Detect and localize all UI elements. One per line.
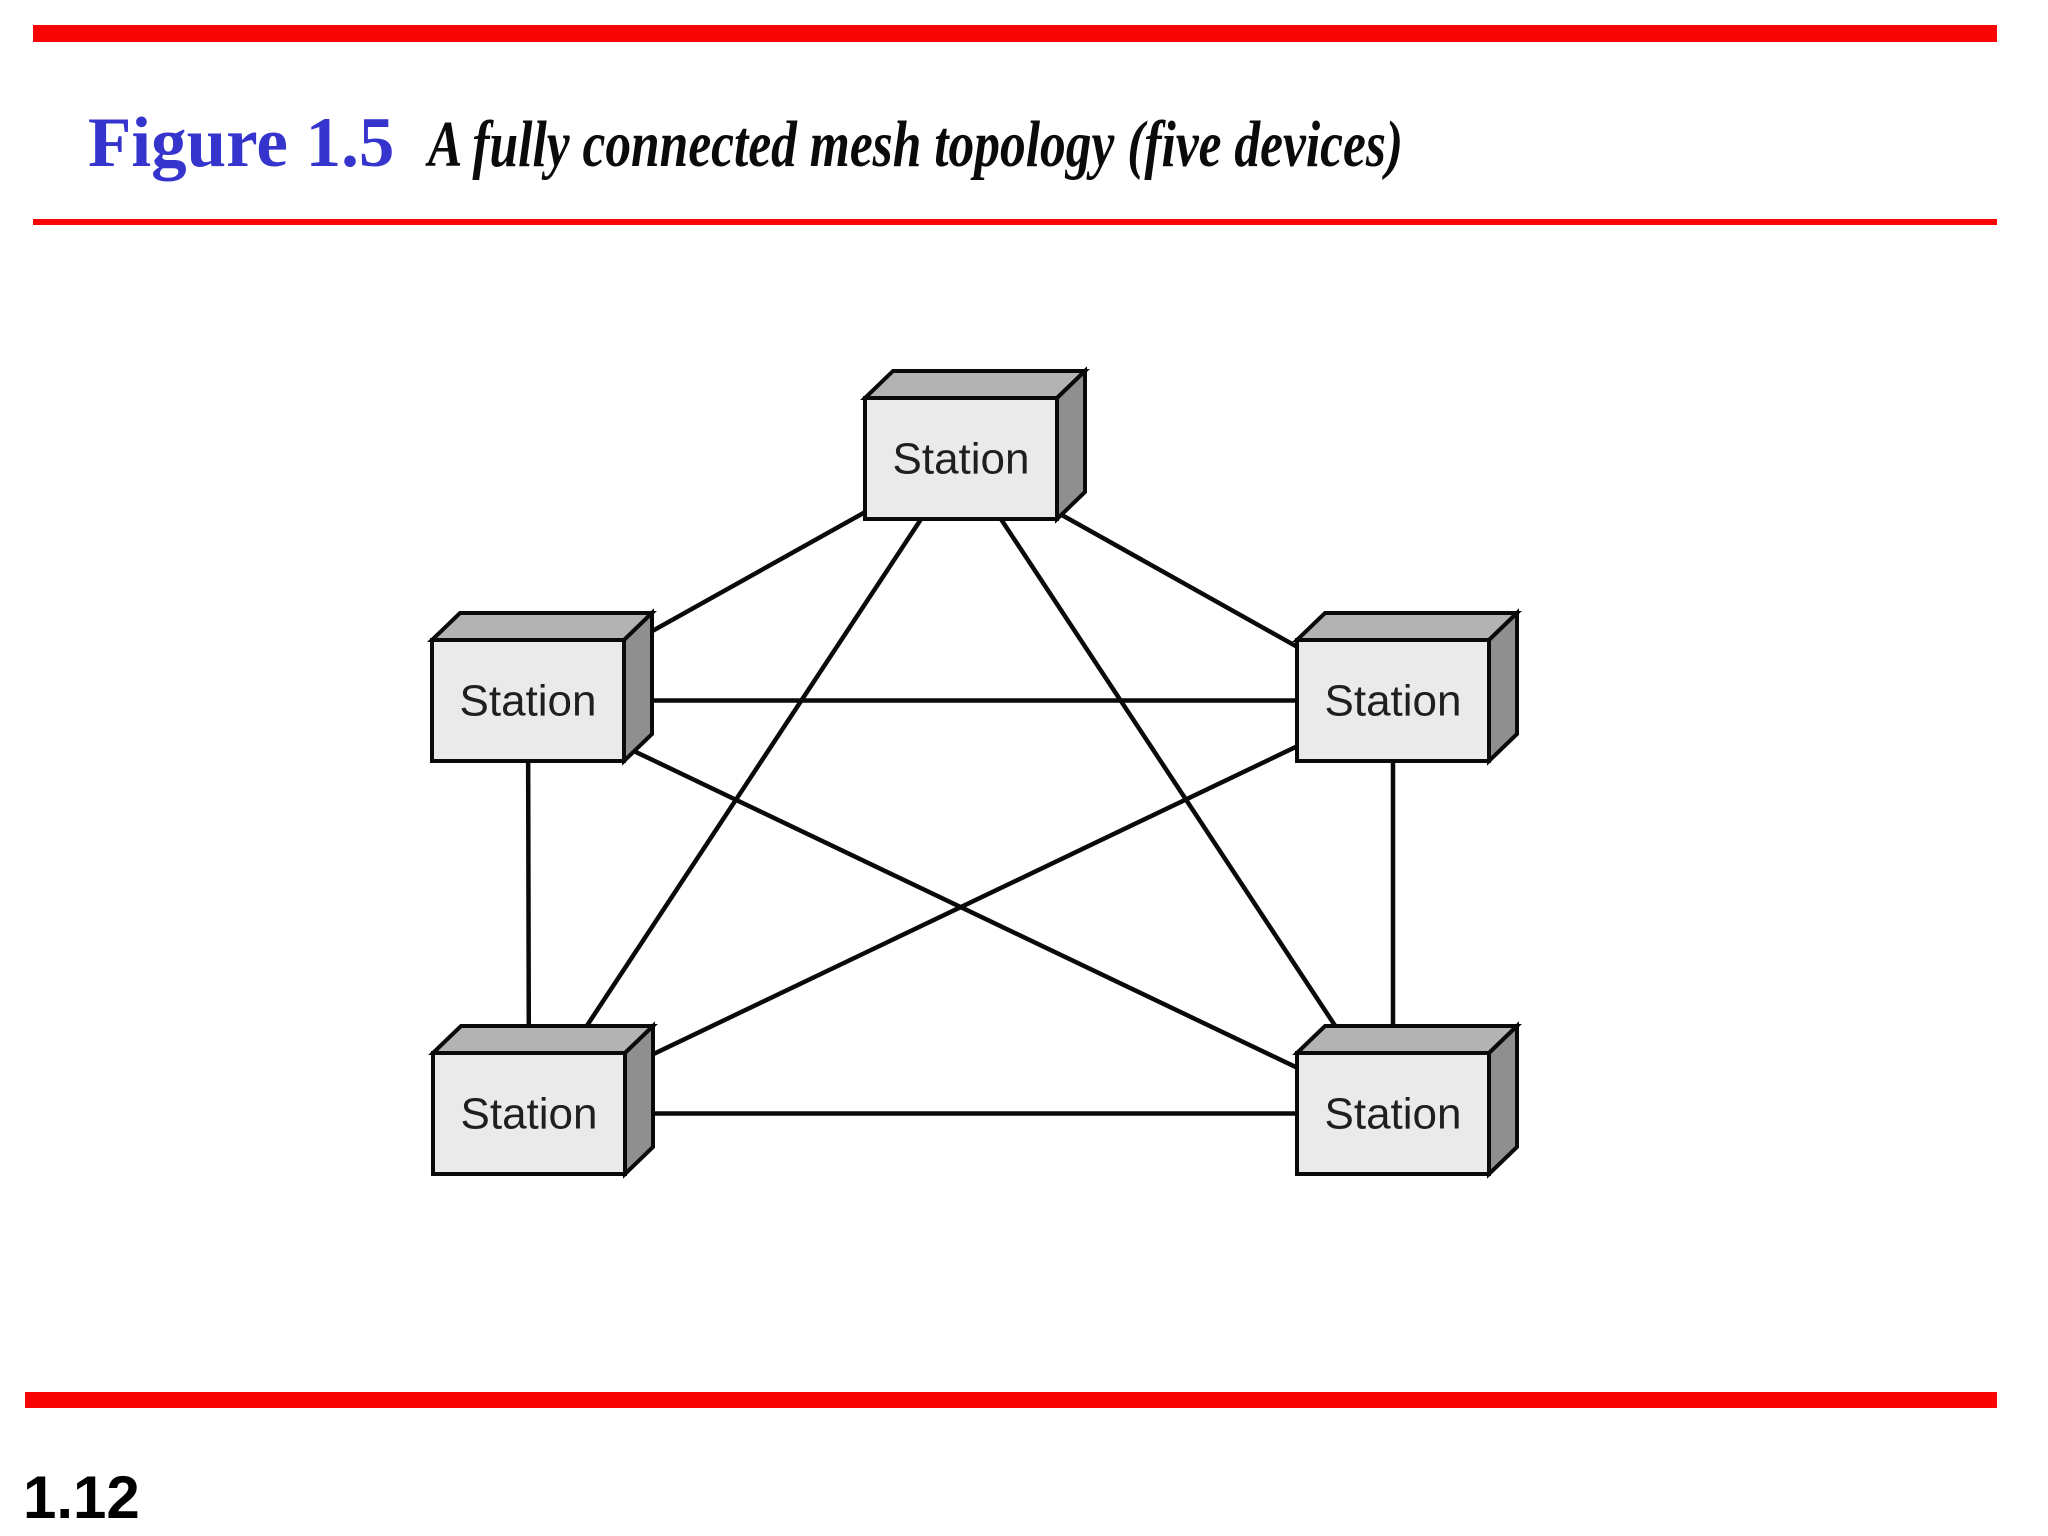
station-label: Station: [893, 435, 1030, 484]
link-station-mid-right--station-bottom-left: [528, 698, 1394, 1116]
station-box-top-face: [428, 1024, 658, 1055]
station-box-front-face: [1295, 638, 1491, 763]
station-box-front-face: [430, 638, 626, 763]
station-box-top-face: [860, 369, 1090, 400]
link-station-top--station-bottom-left: [527, 457, 963, 1115]
station-box-front-face: [1295, 1051, 1491, 1176]
station-box-side-face: [1055, 366, 1087, 524]
station-label: Station: [1325, 1090, 1462, 1139]
title-underline-rule: [33, 219, 1997, 225]
station-box-side-face: [1487, 1021, 1519, 1179]
page-number: 1.12: [23, 1464, 140, 1531]
station-box-front-face: [431, 1051, 627, 1176]
station-box-side-face: [1487, 608, 1519, 766]
station-box-top-face: [1292, 611, 1522, 642]
station-mid-left: Station: [427, 608, 657, 766]
station-box-top-face: [1292, 1024, 1522, 1055]
station-label: Station: [460, 677, 597, 726]
station-box-side-face: [623, 1021, 655, 1179]
bottom-accent-bar: [25, 1392, 1997, 1408]
figure-title: Figure 1.5 A fully connected mesh topolo…: [88, 103, 1678, 184]
station-label: Station: [461, 1090, 598, 1139]
figure-caption: A fully connected mesh topology (five de…: [428, 108, 1404, 181]
station-box-front-face: [863, 396, 1059, 521]
station-mid-right: Station: [1292, 608, 1522, 766]
station-box-top-face: [427, 611, 657, 642]
top-accent-bar: [33, 25, 1997, 42]
station-label: Station: [1325, 677, 1462, 726]
station-bottom-left: Station: [428, 1021, 658, 1179]
station-box-side-face: [622, 608, 654, 766]
link-station-top--station-bottom-right: [959, 457, 1395, 1115]
station-bottom-right: Station: [1292, 1021, 1522, 1179]
station-top: Station: [860, 366, 1090, 524]
figure-number-label: Figure 1.5: [88, 104, 395, 182]
